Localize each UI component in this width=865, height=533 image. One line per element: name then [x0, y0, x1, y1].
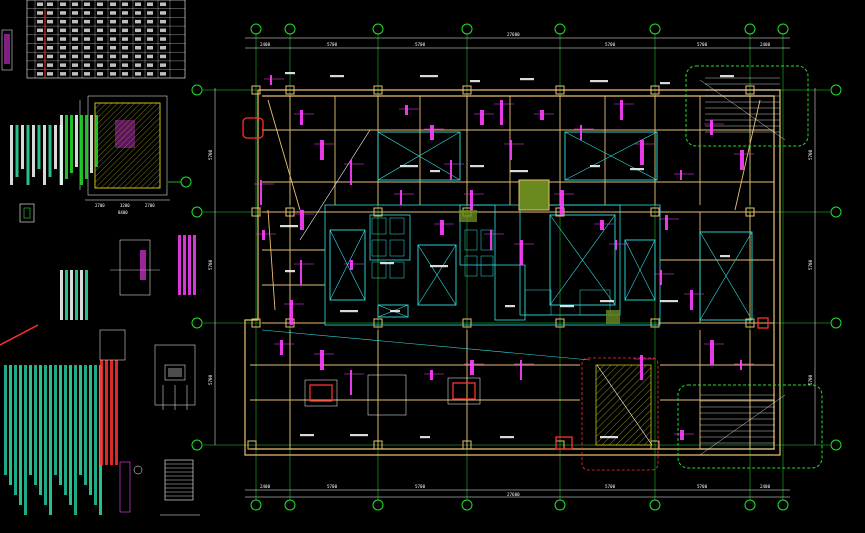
floor-plan [191, 23, 842, 511]
columns [247, 85, 755, 450]
bottom-dim-6: 2400 [760, 484, 771, 489]
top-dim-5: 5700 [697, 42, 708, 47]
stair-hatched-area [581, 357, 659, 471]
elevator-shafts [329, 131, 753, 321]
white-annotations [280, 72, 734, 439]
stair-outline-bottom-right [677, 384, 823, 469]
top-dim-3: 5700 [415, 42, 426, 47]
bottom-dim-2: 5700 [327, 484, 338, 489]
stair-outline-top-right [685, 65, 809, 147]
beams [250, 96, 774, 449]
detail-dim-3: 2700 [145, 203, 155, 208]
right-dim-3: 5700 [808, 374, 813, 385]
right-dim-2: 5700 [808, 259, 813, 270]
guide-lines [261, 129, 653, 446]
olive-opening-top [518, 179, 550, 211]
dimension-texts: 2400 5700 5700 5700 5700 2400 27600 2400… [208, 32, 813, 497]
bottom-dimension-line [245, 489, 790, 498]
right-dim-1: 5700 [808, 149, 813, 160]
top-dim-4: 5700 [605, 42, 616, 47]
top-dim-6: 2400 [760, 42, 771, 47]
magenta-annotations [254, 75, 754, 440]
top-dim-2: 5700 [327, 42, 338, 47]
legend-table [26, 0, 186, 79]
slab-detail-drawing: 2700 3200 2700 8400 [79, 95, 192, 215]
section-details-left [0, 203, 196, 410]
top-dim-total: 27600 [507, 32, 520, 37]
bottom-dim-4: 5700 [605, 484, 616, 489]
left-dim-2: 5700 [208, 259, 213, 270]
left-notes-block [4, 115, 196, 515]
detail-dim-total: 8400 [118, 210, 128, 215]
bottom-dim-5: 5700 [697, 484, 708, 489]
top-dimension-line [245, 37, 790, 49]
bottom-dim-total: 27600 [507, 492, 520, 497]
bottom-dim-3: 5700 [415, 484, 426, 489]
bottom-dim-1: 2400 [260, 484, 271, 489]
left-dim-1: 5700 [208, 149, 213, 160]
left-dim-3: 5700 [208, 374, 213, 385]
detail-dim-2: 3200 [120, 203, 130, 208]
red-marks [242, 117, 769, 450]
stair-detail [119, 459, 200, 516]
detail-dim-1: 2700 [95, 203, 105, 208]
legend-side-tag [1, 29, 13, 71]
top-dim-1: 2400 [260, 42, 271, 47]
